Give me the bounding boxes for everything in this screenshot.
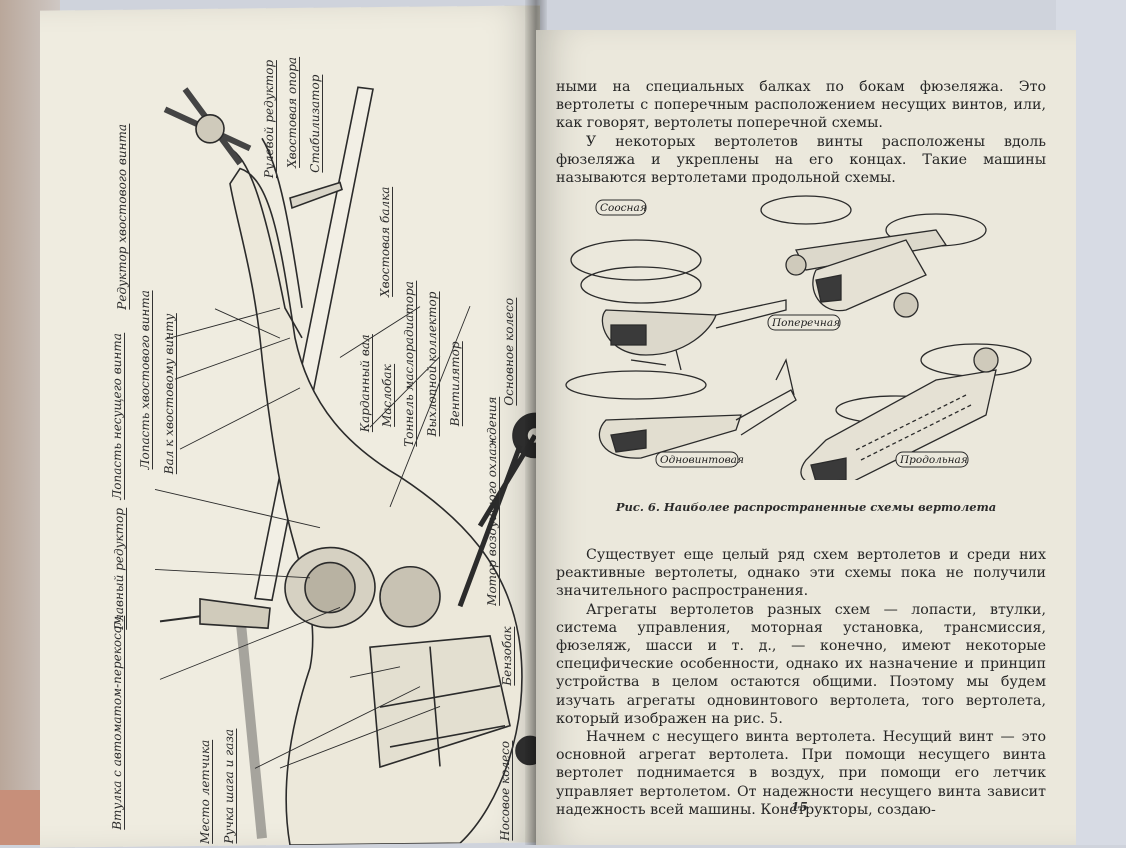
- tag-transverse: Поперечная: [771, 317, 840, 329]
- text-block-bottom: Существует еще целый ряд схем вертолетов…: [556, 546, 1046, 819]
- figure-caption: Рис. 6. Наиболее распространенные схемы …: [615, 500, 997, 514]
- label-tail-gearbox: Рулевой редуктор: [262, 59, 277, 179]
- label-exhaust-collector: Выхлопной коллектор: [425, 291, 440, 437]
- paragraph-5: Начнем с несущего винта вертолета. Несущ…: [556, 729, 1046, 818]
- label-tail-rotor-blade: Лопасть хвостового винта: [138, 290, 153, 470]
- label-stabilizer: Стабилизатор: [308, 74, 323, 173]
- label-fuel-tank: Бензобак: [500, 626, 515, 686]
- tag-tandem: Продольная: [899, 454, 968, 466]
- label-hub-swashplate: Втулка с автоматом-перекосом: [110, 615, 125, 830]
- paragraph-3: Существует еще целый ряд схем вертолетов…: [556, 547, 1046, 600]
- label-pilot-seat: Место летчика: [198, 739, 213, 844]
- tag-coaxial: Соосная: [600, 202, 647, 214]
- label-tail-rotor-gearbox: Редуктор хвостового винта: [115, 123, 130, 310]
- paragraph-2: У некоторых вертолетов винты расположены…: [556, 133, 1046, 187]
- paragraph-1: ными на специальных балках по бокам фюзе…: [556, 79, 1046, 132]
- text-block-top: ными на специальных балках по бокам фюзе…: [556, 78, 1046, 187]
- label-air-cooled-engine: Мотор воздушного охлаждения: [485, 396, 500, 606]
- label-nose-wheel: Носовое колесо: [498, 740, 513, 841]
- label-pitch-throttle-lever: Ручка шага и газа: [222, 728, 237, 844]
- label-tail-support: Хвостовая опора: [285, 56, 300, 169]
- label-oil-radiator-tunnel: Тоннель маслорадиатора: [402, 281, 417, 447]
- label-main-wheel: Основное колесо: [502, 297, 517, 406]
- page-number: 15: [791, 800, 808, 814]
- label-cardan-shaft: Карданный вал: [358, 334, 373, 433]
- label-tail-boom: Хвостовая балка: [378, 186, 393, 298]
- label-fan: Вентилятор: [448, 341, 463, 427]
- helicopter-cutaway-illustration: [154, 86, 540, 846]
- right-page: ными на специальных балках по бокам фюзе…: [536, 30, 1076, 845]
- paragraph-4: Агрегаты вертолетов разных схем — лопаст…: [556, 601, 1046, 727]
- label-oil-tank: Маслобак: [380, 364, 395, 428]
- tag-single-rotor: Одновинтовая: [660, 454, 744, 466]
- figure-helicopter-schemes: Соосная Поперечная Одновинтовая Продольн…: [565, 195, 1032, 480]
- label-main-rotor-blade: Лопасть несущего винта: [110, 333, 125, 500]
- label-tail-rotor-shaft: Вал к хвостовому винту: [162, 313, 177, 475]
- left-page: Рулевой редуктор Хвостовая опора Стабили…: [40, 5, 540, 848]
- label-main-gearbox: Главный редуктор: [112, 507, 127, 630]
